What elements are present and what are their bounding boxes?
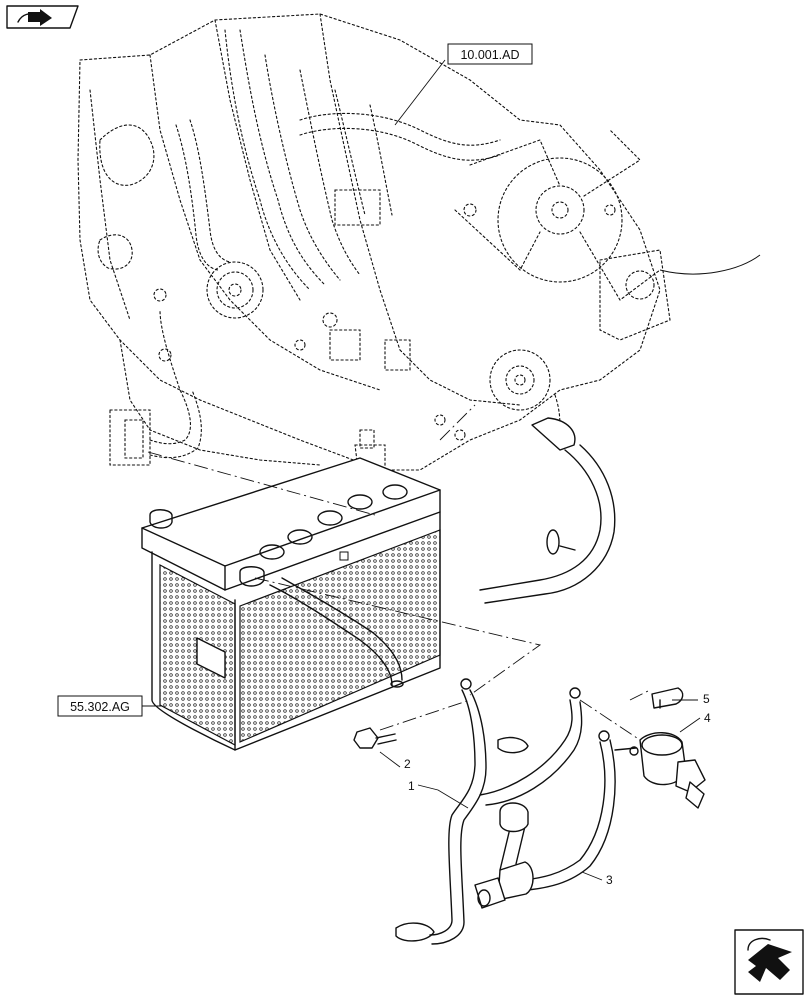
reference-10-001-ad[interactable]: 10.001.AD	[447, 43, 533, 65]
part-1-cable	[395, 678, 583, 945]
reference-55-302-ag[interactable]: 55.302.AG	[57, 695, 143, 717]
callout-1: 1	[408, 779, 415, 793]
engine-ground-cable	[479, 417, 616, 604]
engine-assembly	[77, 13, 761, 486]
reference-10-001-ad-label: 10.001.AD	[460, 48, 519, 62]
part-3-cable	[474, 730, 616, 909]
callout-3: 3	[606, 873, 613, 887]
callout-leaders	[142, 59, 701, 881]
part-4-switch	[614, 732, 706, 809]
battery-cable-hidden	[269, 577, 404, 688]
callout-2: 2	[404, 757, 411, 771]
battery	[141, 457, 441, 751]
part-2-bolt	[353, 727, 397, 749]
callout-4: 4	[704, 711, 711, 725]
callout-5: 5	[703, 692, 710, 706]
reference-55-302-ag-label: 55.302.AG	[70, 700, 130, 714]
cooling-fan	[454, 129, 661, 301]
next-navigation-icon[interactable]	[734, 929, 804, 995]
part-5-cap	[651, 687, 684, 709]
back-navigation-icon[interactable]	[6, 5, 79, 29]
alignment-lines	[147, 404, 651, 741]
